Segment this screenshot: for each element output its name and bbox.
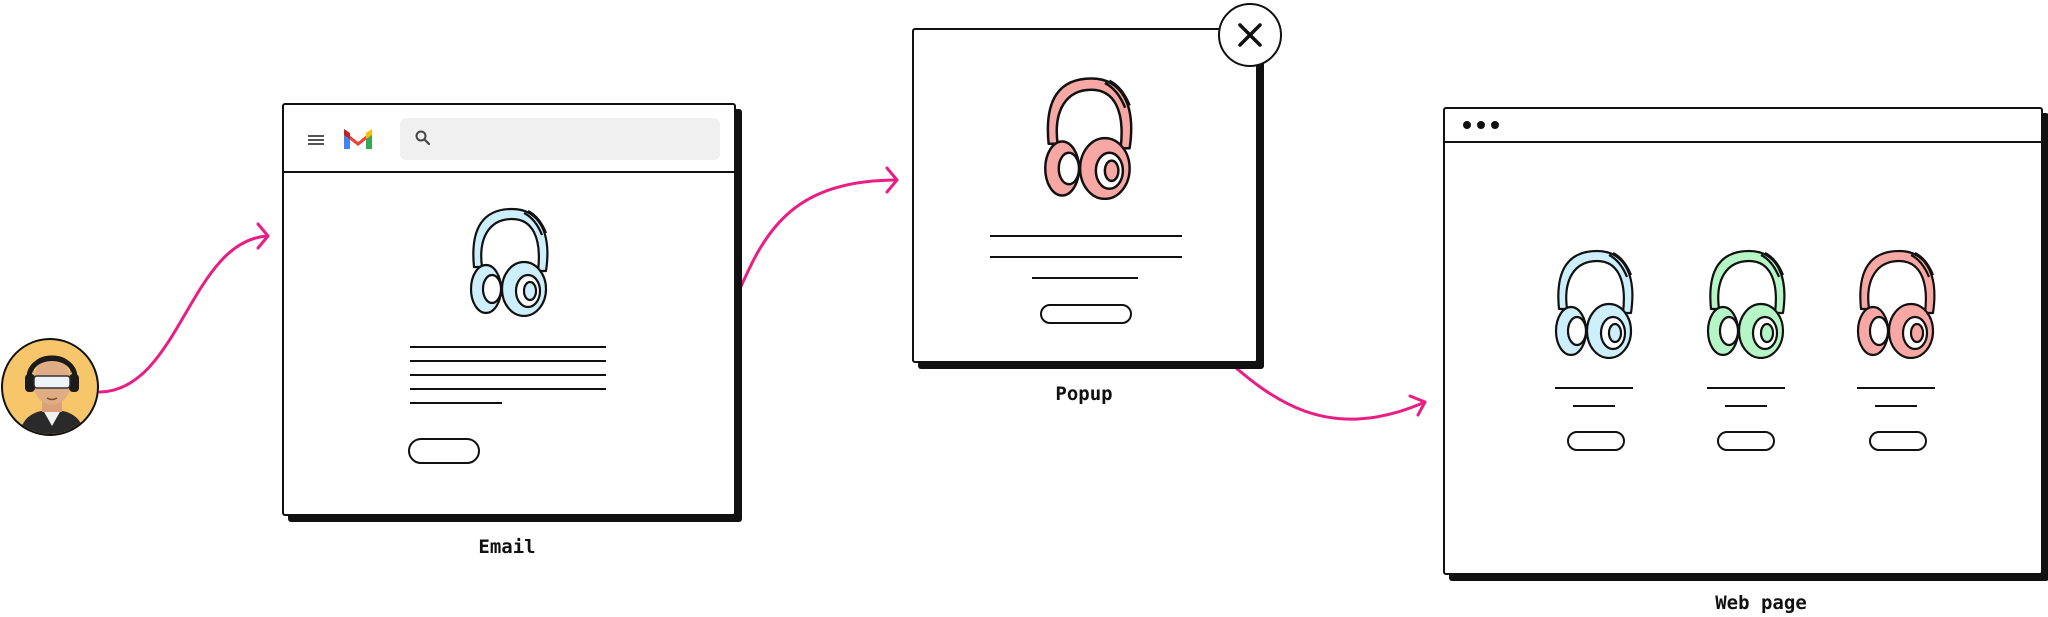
browser-dots-icon — [1491, 121, 1499, 129]
arrow-avatar-to-email — [98, 234, 270, 394]
text-line — [1857, 387, 1935, 389]
popup-cta-button[interactable] — [1040, 304, 1132, 324]
headphones-icon — [1706, 249, 1786, 359]
hamburger-menu-icon[interactable] — [308, 135, 324, 145]
close-icon — [1238, 23, 1262, 47]
panel-label-webpage: Web page — [1715, 592, 1807, 614]
text-line — [990, 235, 1182, 237]
text-line — [1573, 405, 1615, 407]
text-line — [410, 360, 606, 362]
panel-label-popup: Popup — [1055, 383, 1113, 405]
arrow-head-popup — [885, 166, 899, 194]
text-line — [410, 346, 606, 348]
text-line — [410, 402, 502, 404]
product-button[interactable] — [1567, 431, 1625, 451]
search-input[interactable] — [400, 118, 720, 160]
arrow-head-email — [256, 222, 270, 250]
close-button[interactable] — [1218, 3, 1282, 67]
text-line — [410, 374, 606, 376]
text-line — [1555, 387, 1633, 389]
text-line — [1725, 405, 1767, 407]
headphones-icon — [1554, 249, 1634, 359]
text-line — [990, 256, 1182, 258]
browser-toolbar — [1445, 109, 2041, 143]
text-line — [1707, 387, 1785, 389]
popup-panel — [912, 28, 1258, 363]
search-icon — [415, 130, 431, 146]
product-button[interactable] — [1717, 431, 1775, 451]
text-line — [410, 388, 606, 390]
email-cta-button[interactable] — [408, 438, 480, 464]
product-button[interactable] — [1869, 431, 1927, 451]
headphones-icon — [1856, 249, 1936, 359]
user-avatar — [1, 338, 99, 436]
headphones-icon — [469, 207, 549, 317]
panel-label-email: Email — [478, 536, 536, 558]
browser-dots-icon — [1477, 121, 1485, 129]
browser-dots-icon — [1463, 121, 1471, 129]
webpage-panel — [1443, 107, 2043, 575]
email-panel — [282, 103, 736, 516]
text-line — [1032, 277, 1138, 279]
gmail-logo[interactable] — [342, 127, 374, 151]
headphones-icon — [1044, 77, 1133, 200]
email-header — [284, 105, 734, 173]
arrow-head-webpage — [1408, 394, 1427, 417]
text-line — [1875, 405, 1917, 407]
